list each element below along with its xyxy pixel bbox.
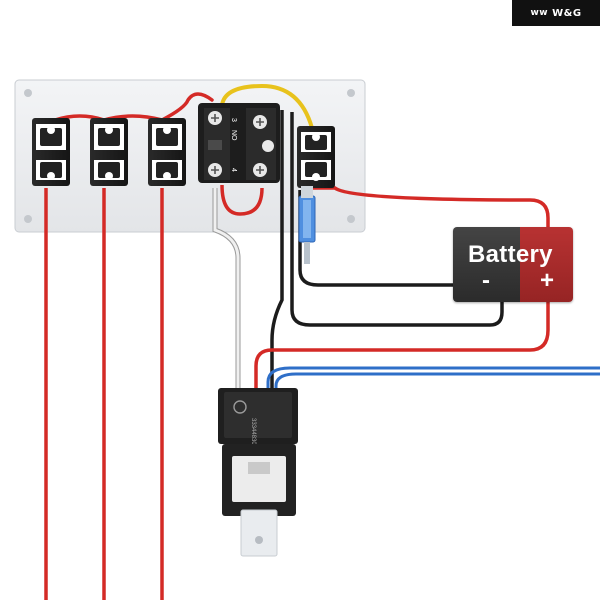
black-wire <box>270 110 284 392</box>
terminal-screw-icon <box>312 133 320 141</box>
brand-text: W&G <box>552 7 582 19</box>
terminal-screw-icon <box>105 126 113 134</box>
relay-block: 3 NO 4 <box>198 103 280 183</box>
battery-negative-side: - <box>453 227 520 302</box>
blue-spade-connector <box>298 186 316 264</box>
battery-title: Battery <box>468 241 553 268</box>
terminal-screw-icon <box>47 126 55 134</box>
relay-label-no: NO <box>230 130 237 141</box>
battery: - + Battery <box>453 227 573 302</box>
fuse-code: 3334483005 <box>250 418 256 452</box>
blue-wire <box>266 366 600 392</box>
battery-positive-label: + <box>540 267 555 294</box>
terminal-screw-icon <box>47 172 55 180</box>
black-wire-negative <box>290 112 504 327</box>
terminal-screw-icon <box>105 172 113 180</box>
battery-negative-label: - <box>482 267 490 294</box>
rocker-switch-right <box>297 126 335 188</box>
terminal-screw-icon <box>163 126 171 134</box>
rocker-switch <box>32 118 70 186</box>
red-fuse-wire <box>254 302 550 392</box>
panel-screw-hole <box>347 215 355 223</box>
rocker-switch <box>90 118 128 186</box>
fuse-holder: 3334483005 <box>218 388 298 557</box>
relay-label-4: 4 <box>230 168 237 172</box>
terminal-screw-icon <box>262 140 274 152</box>
terminal-screw-icon <box>163 172 171 180</box>
panel-screw-hole <box>347 89 355 97</box>
terminal-screw-icon <box>312 173 320 181</box>
black-wire-negative <box>298 190 455 287</box>
panel-screw-hole <box>24 89 32 97</box>
battery-positive-side: + <box>520 227 573 302</box>
red-relay-wire <box>220 184 264 216</box>
white-wire-core <box>213 188 240 392</box>
brand-badge: ᴡᴡ W&G <box>512 0 600 26</box>
relay-label-3: 3 <box>230 118 237 122</box>
blue-wire <box>274 372 600 392</box>
rocker-switch <box>148 118 186 186</box>
panel-screw-hole <box>24 215 32 223</box>
yellow-wire <box>220 83 314 130</box>
brand-logo-icon: ᴡᴡ <box>530 8 549 18</box>
red-positive-wire <box>305 186 550 227</box>
